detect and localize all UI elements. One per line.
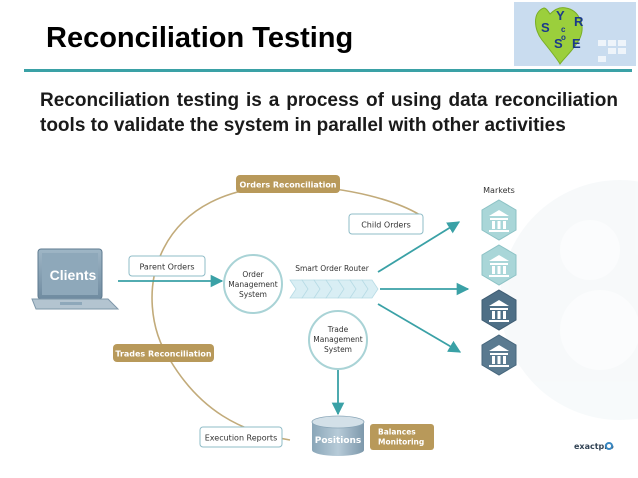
markets-label: Markets: [483, 186, 515, 195]
parent-orders-box: [128, 255, 206, 277]
smart-order-router-label: Smart Order Router: [295, 264, 370, 273]
logo-letter-s1: S: [541, 20, 550, 35]
trades-reconciliation-label: Trades Reconciliation: [115, 350, 212, 359]
order-management-system-node: [223, 254, 283, 314]
trade-management-system-node: [308, 310, 368, 370]
orders-reconciliation-badge: [236, 175, 340, 193]
smart-order-router-icon: [289, 279, 379, 299]
execution-reports-label: Execution Reports: [205, 434, 278, 443]
brand-logo-icon: [605, 442, 613, 450]
slide-body-text: Reconciliation testing is a process of u…: [40, 90, 618, 136]
conference-logo: S Y R c o S E: [514, 2, 636, 66]
market-1-icon: [481, 199, 517, 241]
oms-label-line3: System: [239, 290, 267, 299]
market-4-icon: [481, 334, 517, 376]
execution-reports-box: [199, 426, 283, 448]
oms-label-line1: Order: [242, 270, 264, 279]
positions-label: Positions: [315, 436, 362, 446]
logo-letter-s2: S: [554, 36, 563, 51]
balances-monitoring-badge: [370, 424, 434, 450]
leaf-icon: [535, 7, 583, 65]
slide-title: Reconciliation Testing: [46, 22, 354, 54]
title-divider: [24, 69, 632, 72]
router-to-market-1-arrow: [377, 221, 461, 273]
logo-letter-y: Y: [556, 8, 565, 23]
positions-database-icon: [311, 415, 365, 456]
logo-letter-c: c: [561, 25, 566, 34]
orders-reconciliation-label: Orders Reconciliation: [239, 181, 336, 190]
balances-monitoring-line2: Monitoring: [378, 438, 424, 447]
child-orders-label: Child Orders: [361, 221, 411, 230]
router-to-market-3-arrow: [377, 303, 462, 353]
oms-label-line2: Management: [228, 280, 277, 289]
logo-letter-r: R: [574, 14, 584, 29]
tms-label-line3: System: [324, 345, 352, 354]
logo-letter-o: o: [561, 33, 566, 42]
tms-label-line1: Trade: [327, 325, 349, 334]
parent-orders-label: Parent Orders: [139, 263, 194, 272]
market-2-icon: [481, 244, 517, 286]
trades-reconciliation-badge: [113, 344, 214, 362]
brand-label: exactpro: [574, 442, 614, 451]
background-decoration: [500, 180, 638, 420]
reconciliation-arc: [151, 185, 301, 441]
market-3-icon: [481, 289, 517, 331]
tms-label-line2: Management: [313, 335, 362, 344]
clients-laptop-icon: [31, 248, 120, 310]
clients-label: Clients: [50, 267, 97, 283]
balances-monitoring-line1: Balances: [378, 428, 416, 437]
logo-letter-e: E: [572, 36, 581, 51]
child-orders-box: [348, 213, 424, 235]
